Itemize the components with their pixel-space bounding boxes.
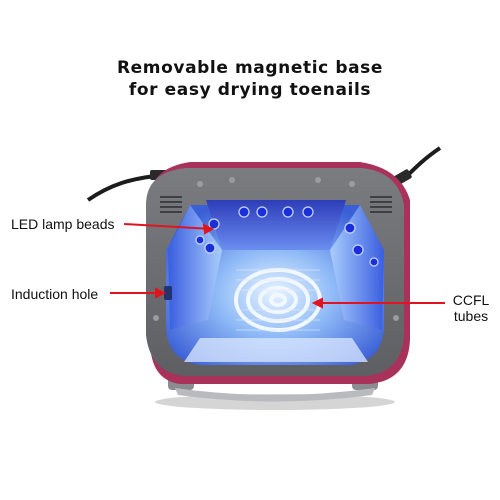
- callout-lines: [110, 223, 445, 309]
- right-cable: [403, 146, 442, 180]
- shell-screws: [153, 177, 399, 321]
- right-led-panel: [330, 205, 384, 330]
- reflective-floor: [184, 338, 368, 362]
- vent-left: [160, 196, 182, 213]
- callout-ccfl-tubes: CCFL tubes: [447, 292, 495, 324]
- callout-ccfl-line-1: CCFL: [452, 292, 490, 308]
- led-beads: [195, 206, 379, 267]
- callout-ccfl-line-2: tubes: [453, 308, 489, 324]
- vent-right: [370, 196, 392, 213]
- top-led-panel: [206, 200, 346, 250]
- headline-line-2: for easy drying toenails: [128, 80, 372, 100]
- base-plate: [175, 388, 375, 402]
- headline-line-1: Removable magnetic base: [116, 58, 384, 78]
- callout-led-lamp-beads: LED lamp beads: [11, 216, 115, 232]
- callout-induction-hole: Induction hole: [11, 286, 99, 302]
- ccfl-grille: [236, 269, 320, 331]
- left-led-panel: [168, 205, 222, 330]
- induction-hole: [164, 286, 172, 300]
